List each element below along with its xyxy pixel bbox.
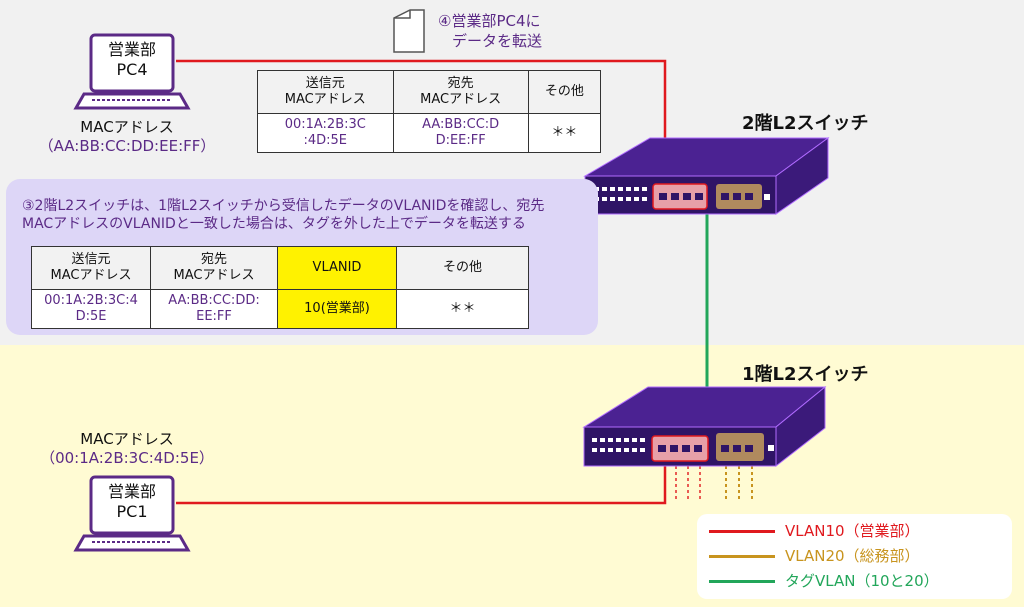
- frame-top-header-dst: 宛先 MACアドレス: [392, 70, 529, 114]
- frame-tag-header-vlanid: VLANID: [277, 246, 397, 290]
- step4-caption: ④営業部PC4に データを転送: [438, 12, 543, 50]
- laptop-pc4-icon: [73, 33, 191, 110]
- untagged-frame-table: 送信元 MACアドレス 宛先 MACアドレス その他 00:1A:2B:3C :…: [257, 70, 602, 153]
- step3-text: ③2階L2スイッチは、1階L2スイッチから受信したデータのVLANIDを確認し、…: [22, 198, 545, 233]
- switch-1f-label: 1階L2スイッチ: [742, 364, 869, 385]
- frame-tag-header-src: 送信元 MACアドレス: [31, 246, 151, 290]
- legend-item-vlan10: VLAN10（営業部）: [709, 520, 1009, 542]
- frame-top-header-other: その他: [527, 70, 602, 114]
- pc4-mac: MACアドレス （AA:BB:CC:DD:EE:FF）: [38, 118, 216, 155]
- frame-tag-header-dst: 宛先 MACアドレス: [150, 246, 278, 290]
- frame-tag-value-other: ＊＊: [396, 289, 529, 329]
- frame-top-value-dst: AA:BB:CC:D D:EE:FF: [392, 113, 529, 153]
- frame-top-value-other: ＊＊: [527, 113, 602, 153]
- switch-2f: [583, 137, 830, 215]
- tagged-frame-table: 送信元 MACアドレス 宛先 MACアドレス VLANID その他 00:1A:…: [31, 246, 529, 329]
- switch-1f: [582, 385, 827, 468]
- frame-tag-value-vlanid: 10(営業部): [277, 289, 397, 329]
- pc1-name: 営業部 PC1: [107, 482, 156, 521]
- legend: VLAN10（営業部） VLAN20（総務部） タグVLAN（10と20）: [697, 514, 1012, 599]
- 1f-vlan10-port-group: [651, 435, 709, 462]
- legend-item-vlan20: VLAN20（総務部）: [709, 545, 1009, 567]
- pc1-mac: MACアドレス （00:1A:2B:3C:4D:5E）: [40, 430, 214, 467]
- frame-tag-value-dst: AA:BB:CC:DD: EE:FF: [150, 289, 278, 329]
- frame-top-header-src: 送信元 MACアドレス: [257, 70, 394, 114]
- legend-item-tagged-vlan: タグVLAN（10と20）: [709, 570, 1009, 592]
- 2f-vlan10-port-group: [652, 183, 708, 210]
- laptop-pc1-icon: [73, 475, 191, 552]
- frame-top-value-src: 00:1A:2B:3C :4D:5E: [257, 113, 394, 153]
- pc4-name: 営業部 PC4: [107, 40, 156, 79]
- document-icon: [393, 9, 425, 53]
- frame-tag-header-other: その他: [396, 246, 529, 290]
- switch-2f-label: 2階L2スイッチ: [742, 113, 869, 134]
- frame-tag-value-src: 00:1A:2B:3C:4 D:5E: [31, 289, 151, 329]
